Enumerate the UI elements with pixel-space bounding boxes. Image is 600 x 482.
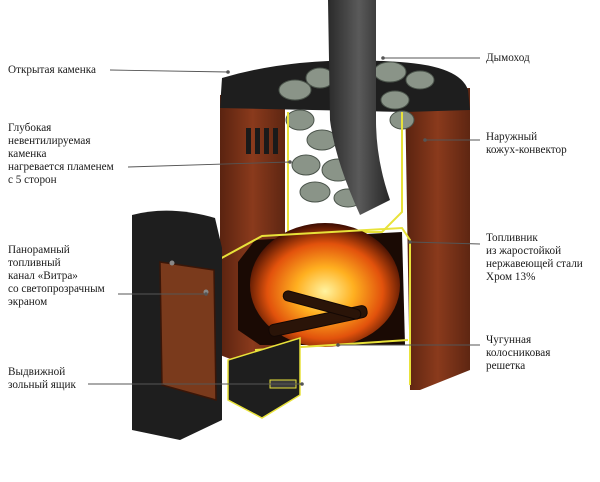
label-chimney: Дымоход (486, 52, 530, 64)
leader-lines (88, 57, 481, 385)
label-deep-heater: Глубокая невентилируемая каменка нагрева… (8, 122, 114, 186)
ash-drawer (227, 336, 301, 419)
label-outer-casing: Наружный кожух-конвектор (486, 131, 567, 156)
door-glass-edge (159, 261, 217, 401)
firebox-outline (217, 226, 411, 385)
label-panoramic-channel: Панорамный топливный канал «Витра» со св… (8, 244, 105, 308)
label-firebox: Топливник из жаростойкой нержавеющей ста… (486, 232, 583, 283)
door-glass (160, 262, 216, 400)
label-grate: Чугунная колосниковая решетка (486, 334, 551, 372)
firewood (268, 290, 368, 337)
leader-dots (204, 56, 427, 386)
label-open-heater: Открытая каменка (8, 64, 96, 76)
chimney-pipe (328, 0, 390, 215)
door-bolt-icon (169, 260, 175, 266)
vent-grille (246, 128, 278, 154)
outer-casing (405, 88, 470, 390)
label-ash-drawer: Выдвижной зольный ящик (8, 366, 76, 391)
heater-chamber-outline (287, 112, 403, 233)
